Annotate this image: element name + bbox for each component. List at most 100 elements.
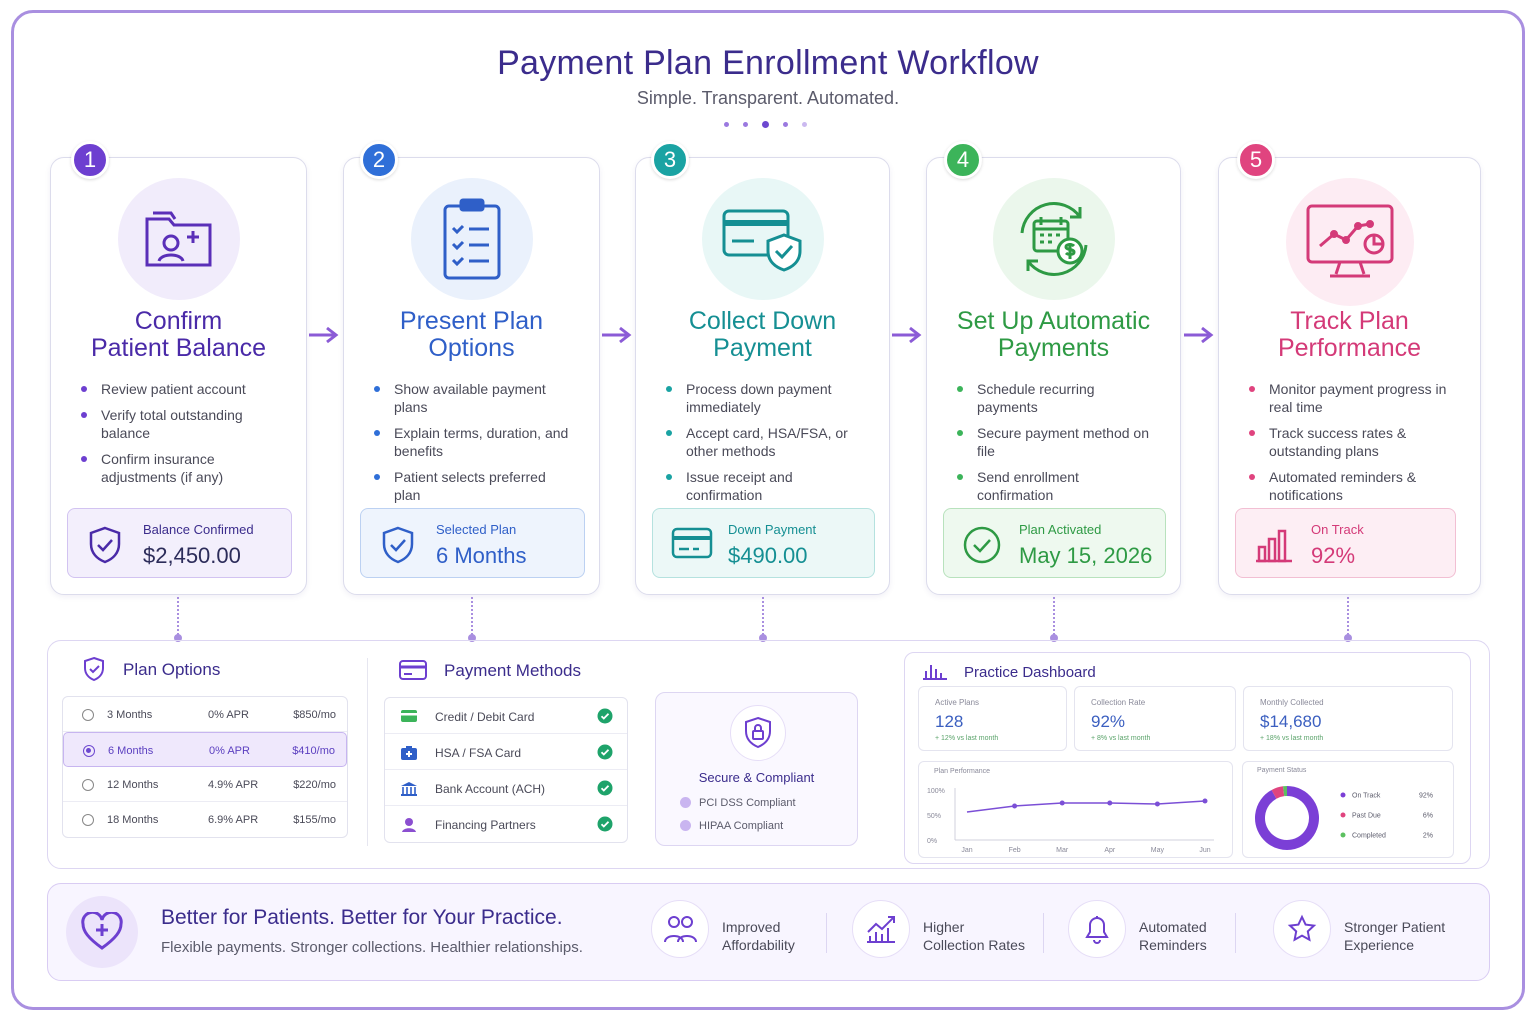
flow-arrow-icon	[309, 326, 339, 344]
step-number-badge: 1	[71, 141, 109, 179]
step-bullet: Schedule recurring payments	[955, 380, 1155, 416]
people-icon	[651, 900, 709, 958]
status-label: Balance Confirmed	[143, 522, 254, 537]
payment-method-row[interactable]: HSA / FSA Card	[385, 734, 627, 770]
status-value: 6 Months	[436, 543, 527, 568]
step-bullet: Process down payment immediately	[664, 380, 864, 416]
details-panel	[47, 640, 1490, 869]
flow-arrow-icon	[892, 326, 922, 344]
step-title-line2: Performance	[1277, 334, 1422, 362]
plan-options-title: Plan Options	[123, 660, 221, 679]
flow-arrow-icon	[1184, 326, 1214, 344]
chart-title: Payment Status	[1257, 767, 1307, 774]
bank-icon	[401, 782, 417, 796]
kpi-card-monthly-collected: Monthly Collected$14,680+ 18% vs last mo…	[1243, 686, 1453, 751]
data-point	[1107, 800, 1113, 806]
x-tick-label: Feb	[1009, 847, 1021, 854]
payment-method-row[interactable]: Bank Account (ACH)	[385, 770, 627, 806]
connector-line	[177, 597, 180, 635]
divider	[1043, 913, 1044, 953]
step-title-line2: Payment	[713, 334, 812, 362]
payment-methods-list: Credit / Debit Card HSA / FSA Card Bank …	[384, 697, 628, 843]
medical-card-icon	[401, 746, 417, 760]
compliance-item: PCI DSS Compliant	[680, 797, 796, 809]
radio-button[interactable]	[82, 709, 94, 721]
recurring-calendar-icon	[992, 178, 1115, 300]
payment-method-row[interactable]: Credit / Debit Card	[385, 698, 627, 734]
legend-value: 6%	[1423, 813, 1433, 820]
radio-button[interactable]	[82, 779, 94, 791]
legend-label: Completed	[1352, 833, 1386, 840]
step-title-line1: Confirm	[134, 307, 223, 335]
shield-lock-icon	[730, 705, 786, 761]
status-value: $2,450.00	[143, 543, 241, 568]
divider	[367, 658, 368, 846]
x-tick-label: Mar	[1056, 847, 1069, 854]
shield-check-icon	[379, 525, 417, 570]
security-panel: Secure & Compliant PCI DSS Compliant HIP…	[655, 692, 858, 846]
step-number-badge: 5	[1237, 141, 1275, 179]
data-point	[1202, 798, 1208, 804]
step-title-line1: Track Plan	[1290, 307, 1409, 335]
practice-dashboard	[904, 652, 1471, 864]
step-title-line2: Payments	[997, 334, 1110, 362]
legend-marker	[1340, 832, 1346, 838]
shield-check-icon	[86, 525, 124, 570]
connector-dot	[468, 634, 476, 642]
bar-chart-icon	[1254, 525, 1294, 568]
connector-line	[1053, 597, 1056, 635]
data-point	[1012, 803, 1018, 809]
status-box-activated: Plan Activated May 15, 2026	[943, 508, 1166, 578]
payment-method-row[interactable]: Financing Partners	[385, 806, 627, 842]
step-title-line2: Patient Balance	[90, 334, 267, 362]
status-label: Plan Activated	[1019, 522, 1102, 537]
status-label: Down Payment	[728, 522, 817, 537]
step-title-line2: Options	[428, 334, 515, 362]
y-tick-label: 100%	[927, 788, 945, 795]
step-bullet: Issue receipt and confirmation	[664, 468, 864, 504]
x-tick-label: May	[1151, 847, 1165, 854]
step-bullet: Patient selects preferred plan	[372, 468, 572, 504]
legend-label: Past Due	[1352, 813, 1381, 820]
security-title: Secure & Compliant	[698, 770, 815, 785]
radio-button[interactable]	[82, 814, 94, 826]
star-icon	[1273, 900, 1331, 958]
x-tick-label: Jun	[1199, 847, 1210, 854]
banner-headline: Better for Patients. Better for Your Pra…	[161, 906, 563, 929]
credit-card-icon	[401, 710, 417, 722]
check-icon	[680, 820, 691, 831]
bar-chart-icon	[923, 665, 947, 680]
check-circle-icon	[597, 780, 613, 796]
decorative-dots	[724, 121, 807, 128]
x-tick-label: Jan	[961, 847, 972, 854]
compliance-item: HIPAA Compliant	[680, 820, 783, 832]
donut-slice	[1271, 786, 1285, 799]
trend-up-icon	[852, 900, 910, 958]
step-title-line1: Set Up Automatic	[956, 307, 1151, 335]
step-bullet: Track success rates & outstanding plans	[1247, 424, 1447, 460]
credit-card-icon	[399, 660, 427, 680]
status-value: $490.00	[728, 543, 808, 568]
flow-arrow-icon	[602, 326, 632, 344]
connector-dot	[759, 634, 767, 642]
status-value: May 15, 2026	[1019, 543, 1153, 568]
legend-marker	[1340, 812, 1346, 818]
step-number-badge: 2	[360, 141, 398, 179]
divider	[826, 913, 827, 953]
step-bullet: Secure payment method on file	[955, 424, 1155, 460]
shield-check-icon	[84, 656, 104, 682]
step-bullet: Send enrollment confirmation	[955, 468, 1155, 504]
radio-button[interactable]	[83, 745, 95, 757]
